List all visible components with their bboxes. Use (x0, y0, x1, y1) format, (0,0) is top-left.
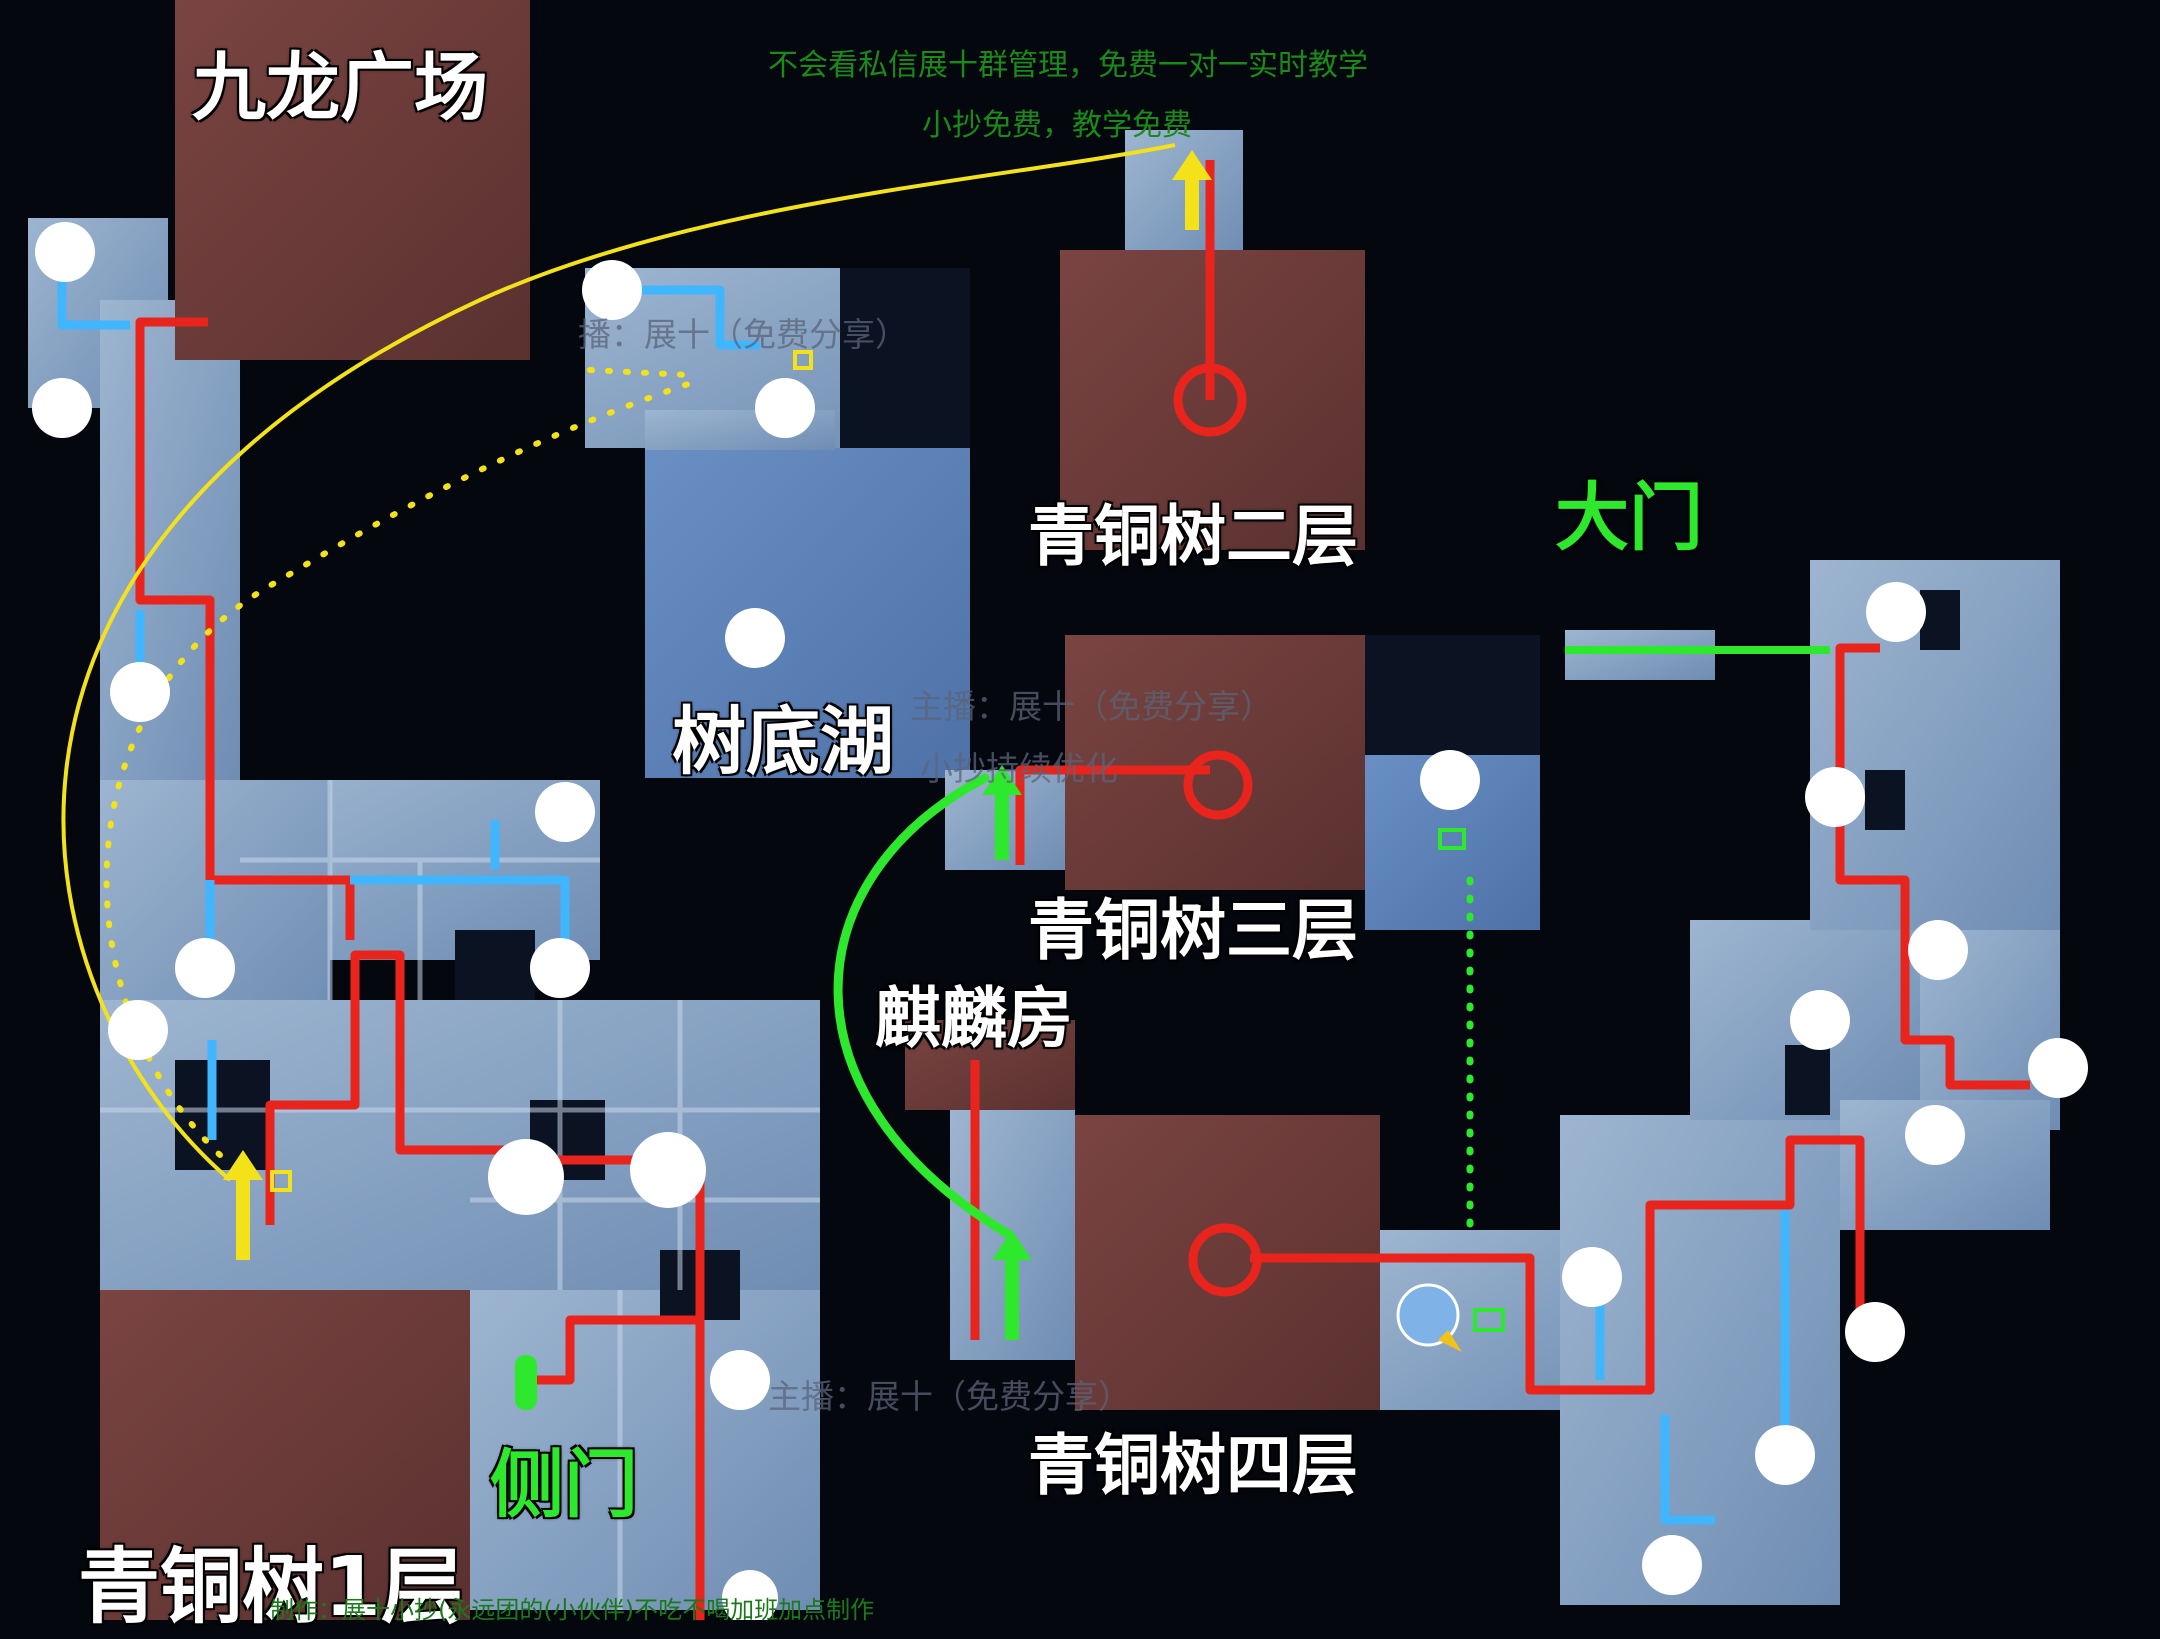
label-floor3: 青铜树三层 (1028, 892, 1358, 969)
red-ring-icon (1173, 363, 1247, 437)
red-ring-icon (1188, 1223, 1262, 1297)
watermark-top-line2: 小抄免费，教学免费 (922, 108, 1192, 143)
green-arrow-icon (982, 765, 1032, 1340)
label-qilin-room: 麒麟房 (875, 980, 1073, 1057)
key-marker-icon (793, 350, 813, 370)
label-jiulong-square: 九龙广场 (192, 45, 488, 131)
yellow-arrow-icon (223, 150, 1212, 1260)
label-floor2: 青铜树二层 (1028, 498, 1358, 575)
watermark-host-mid: 主播：展十（免费分享） (910, 687, 1273, 726)
green-route (515, 646, 1830, 1410)
label-tree-lake: 树底湖 (672, 699, 894, 785)
label-floor1: 青铜树1层 (78, 1540, 464, 1635)
floor1-rooms (28, 0, 820, 1620)
gate-complex-rooms (1565, 560, 2060, 1230)
watermark-host-bottom: 主播：展十（免费分享） (768, 1377, 1131, 1416)
watermark-footer: 制作：展十小抄(永远团的(小伙伴)不吃不喝加班加点制作 (270, 1596, 875, 1624)
watermark-optimize: 小抄持续优化 (920, 749, 1118, 788)
white-dot-icon (32, 222, 2088, 1620)
label-main-gate: 大门 (1555, 475, 1703, 561)
red-ring-icon (1183, 750, 1253, 820)
watermark-top-line1: 不会看私信展十群管理，免费一对一实时教学 (768, 48, 1368, 83)
key-marker-icon (1473, 1308, 1505, 1332)
label-floor4: 青铜树四层 (1028, 1427, 1358, 1504)
key-marker-icon (270, 1170, 292, 1192)
key-marker-icon (1438, 828, 1466, 850)
label-side-gate: 侧门 (490, 1442, 638, 1528)
watermark-host-top: 播：展十（免费分享） (578, 315, 908, 354)
boss-portrait-icon (1396, 1283, 1462, 1352)
yellow-route (61, 143, 1176, 1182)
